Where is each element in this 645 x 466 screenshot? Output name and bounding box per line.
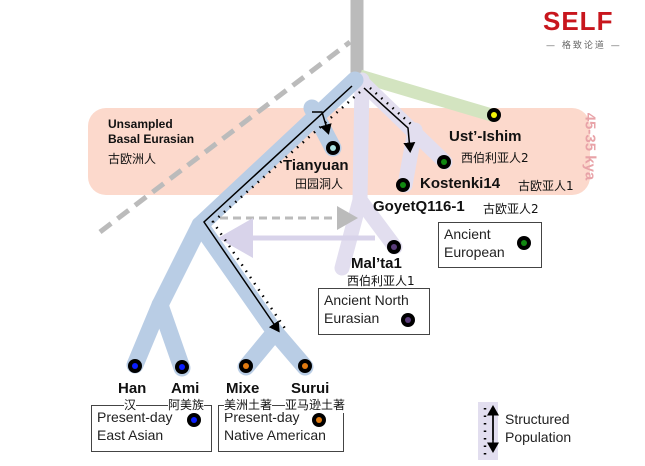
ustishim-zh: 西伯利亚人2 xyxy=(461,151,529,165)
legend-line1: Present-day xyxy=(224,409,300,425)
basal-eurasian-zh: 古欧洲人 xyxy=(108,152,157,166)
ustishim-dot xyxy=(487,108,501,122)
surui-dot xyxy=(298,359,312,373)
tianyuan-label: Tianyuan xyxy=(283,157,349,174)
legend-line2: Native American xyxy=(224,427,326,443)
legend-line1: Structured xyxy=(505,411,570,427)
kostenki-zh: 古欧亚人1 xyxy=(518,179,574,193)
malta-label: Mal’ta1 xyxy=(351,255,402,272)
legend-line2: East Asian xyxy=(97,427,164,443)
ami-dot xyxy=(175,360,189,374)
european-dot xyxy=(517,236,531,250)
legend-line1: Ancient North xyxy=(324,292,409,308)
kostenki-dot xyxy=(437,155,451,169)
ami-zh: 阿美族 xyxy=(168,396,205,413)
self-logo: SELF xyxy=(543,6,614,36)
ustishim-branch xyxy=(358,69,497,123)
logo-subtitle: — 格致论道 — xyxy=(546,41,622,51)
han-label: Han xyxy=(118,380,147,397)
tianyuan-dot xyxy=(326,141,340,155)
ane-dot xyxy=(401,313,415,327)
native-american-dot xyxy=(312,413,326,427)
legend-line1: Present-day xyxy=(97,409,173,425)
legend-line1: Ancient xyxy=(444,226,491,242)
malta-dot xyxy=(387,240,401,254)
surui-zh: 亚马逊土著 xyxy=(285,396,346,413)
mixe-label: Mixe xyxy=(226,380,260,397)
legend-line2: Eurasian xyxy=(324,310,380,326)
han-dot xyxy=(128,359,142,373)
kostenki-label: Kostenki14 xyxy=(420,175,501,192)
time-band-label: 45-35 kya xyxy=(581,112,599,181)
structured-legend-graphic xyxy=(478,402,499,460)
goyet-label: GoyetQ116-1 xyxy=(373,198,465,215)
east-asian-dot xyxy=(187,413,201,427)
legend-line2: European xyxy=(444,244,505,260)
han-zh: 汉 xyxy=(124,396,137,413)
basal-line2: Basal Eurasian xyxy=(108,132,195,146)
ami-label: Ami xyxy=(171,380,200,397)
structured-population-path xyxy=(203,85,416,333)
goyet-zh: 古欧亚人2 xyxy=(483,202,539,216)
legend-line2: Population xyxy=(505,429,572,445)
basal-eurasian-dashed-line xyxy=(98,40,352,234)
tianyuan-zh: 田园洞人 xyxy=(295,177,344,191)
malta-zh: 西伯利亚人1 xyxy=(347,274,415,288)
mixe-zh: 美洲土著 xyxy=(224,396,273,413)
basal-line1: Unsampled xyxy=(108,117,173,131)
mixe-dot xyxy=(239,359,253,373)
surui-label: Surui xyxy=(291,380,330,397)
ustishim-label: Ust’-Ishim xyxy=(449,128,522,145)
goyet-dot xyxy=(396,178,410,192)
